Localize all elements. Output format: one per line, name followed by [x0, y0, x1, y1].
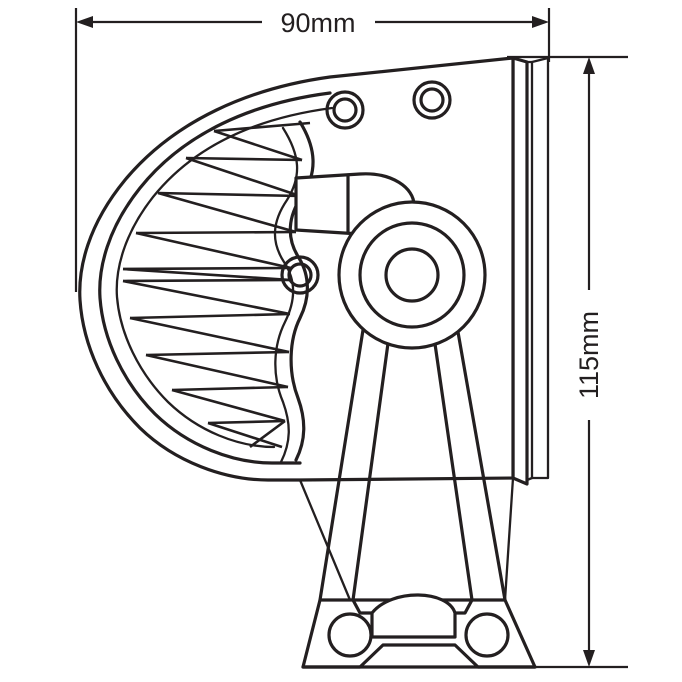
- housing-tail-lines: [298, 476, 515, 602]
- pivot-boss-inner-circle: [384, 247, 440, 303]
- reflector-rim: [98, 91, 334, 465]
- bolt-hole-mid-left: [280, 255, 320, 295]
- pivot-boss-middle-circle: [358, 221, 466, 329]
- width-arrowhead-right: [532, 16, 549, 28]
- height-dimension-group: 115mm: [507, 55, 628, 669]
- width-dimension-group: 90mm: [74, 8, 551, 292]
- base-hole-left: [327, 612, 373, 658]
- width-arrowhead-left: [76, 16, 93, 28]
- base-hole-right: [464, 612, 510, 658]
- height-arrowhead-top: [583, 57, 595, 74]
- heat-sink-fins: [122, 121, 311, 449]
- width-dimension-label: 90mm: [280, 8, 355, 38]
- height-arrowhead-bottom: [583, 650, 595, 667]
- bolt-holes-group: [280, 80, 452, 295]
- mount-bracket-arms: [318, 328, 507, 602]
- base-plate: [301, 593, 537, 669]
- bolt-hole-upper-right: [412, 80, 452, 120]
- pivot-boss: [337, 200, 487, 350]
- height-dimension-label: 115mm: [574, 311, 604, 399]
- bolt-hole-upper-left: [325, 90, 365, 130]
- lens-edge-strip: [511, 56, 550, 486]
